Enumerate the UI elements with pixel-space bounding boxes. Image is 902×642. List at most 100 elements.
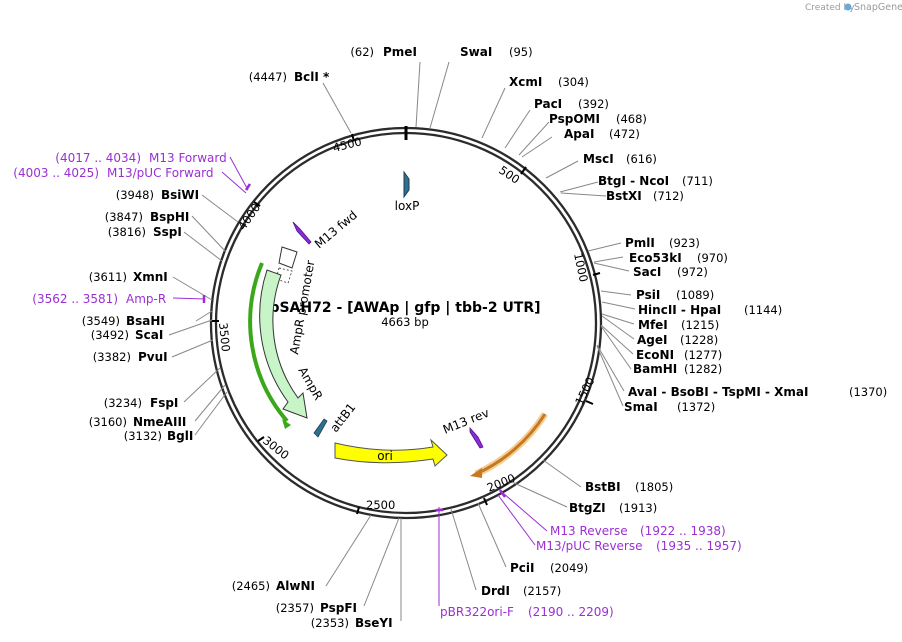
enzyme-psii[interactable]: PsiI <box>636 288 660 302</box>
enzyme-eco53ki[interactable]: Eco53kI <box>629 251 682 265</box>
green-arc-arrowhead <box>282 419 291 429</box>
primer-amp-r-range: (3562 .. 3581) <box>32 292 118 306</box>
enzyme-drdi[interactable]: DrdI <box>481 584 510 598</box>
enzyme-msci-pos: (616) <box>626 152 657 166</box>
enzyme-bsiwi[interactable]: BsiWI <box>161 188 199 202</box>
enzyme-pmli[interactable]: PmlI <box>625 236 655 250</box>
ampr-promoter-feature[interactable] <box>278 246 298 269</box>
primer-m13-puc-forward[interactable]: M13/pUC Forward <box>107 166 214 180</box>
primer-m13-puc-forward-range: (4003 .. 4025) <box>13 166 99 180</box>
enzyme-bstxi-pos: (712) <box>653 189 684 203</box>
enzyme-mfei[interactable]: MfeI <box>638 318 668 332</box>
primer-pbr322ori-f-range: (2190 .. 2209) <box>528 605 614 619</box>
plasmid-length: 4663 bp <box>381 315 429 329</box>
enzyme-pcii[interactable]: PciI <box>510 561 535 575</box>
enzyme-scai[interactable]: ScaI <box>135 328 163 342</box>
primer-pbr322ori-f[interactable]: pBR322ori-F <box>440 605 514 619</box>
enzyme-btgi-ncoi-pos: (711) <box>682 174 713 188</box>
tick-label-1000: 1000 <box>571 252 591 284</box>
enzyme-bseyi[interactable]: BseYI <box>355 616 393 630</box>
enzyme-msci[interactable]: MscI <box>583 152 614 166</box>
loxp-label: loxP <box>395 199 420 213</box>
ampr-feature[interactable] <box>259 269 308 419</box>
enzyme-apai-pos: (472) <box>609 127 640 141</box>
enzyme-hincii-hpai[interactable]: HincII - HpaI <box>638 303 721 317</box>
enzyme-xcmi[interactable]: XcmI <box>509 75 542 89</box>
enzyme-bsphi[interactable]: BspHI <box>150 210 189 224</box>
enzyme-saci[interactable]: SacI <box>633 265 661 279</box>
m13-fwd-label: M13 fwd <box>312 208 360 251</box>
enzyme-leaders <box>168 61 636 621</box>
primer-amp-r[interactable]: Amp-R <box>126 292 166 306</box>
credit-brand: SnapGene <box>854 2 902 13</box>
enzyme-swai-pos: (95) <box>509 45 533 59</box>
enzyme-nmeaiii[interactable]: NmeAIII <box>133 415 186 429</box>
orange-arc-feature[interactable] <box>475 413 547 476</box>
primer-m13-forward[interactable]: M13 Forward <box>149 151 227 165</box>
tick-marks <box>212 133 601 515</box>
loxp-feature[interactable] <box>403 170 410 199</box>
enzyme-bgli[interactable]: BglI <box>167 429 193 443</box>
primer-m13-forward-range: (4017 .. 4034) <box>55 151 141 165</box>
enzyme-pmei[interactable]: PmeI <box>383 45 417 59</box>
enzyme-bamhi[interactable]: BamHI <box>633 362 677 376</box>
enzyme-agei[interactable]: AgeI <box>637 333 667 347</box>
enzyme-xmni-pos: (3611) <box>89 270 127 284</box>
enzyme-smai-pos: (1372) <box>677 400 715 414</box>
enzyme-pmei-pos: (62) <box>350 45 374 59</box>
enzyme-sspi-pos: (3816) <box>108 225 146 239</box>
m13-fwd-feature[interactable] <box>292 221 312 245</box>
enzyme-btgzi[interactable]: BtgZI <box>569 501 606 515</box>
enzyme-paci[interactable]: PacI <box>534 97 562 111</box>
tick-label-500: 500 <box>496 163 522 187</box>
enzyme-bstbi[interactable]: BstBI <box>585 480 621 494</box>
m13-forward-site[interactable] <box>244 183 252 191</box>
snapgene-logo-icon <box>844 3 852 11</box>
m13-rev-feature[interactable] <box>469 426 484 449</box>
m13-reverse-site[interactable] <box>498 489 507 498</box>
plasmid-name: pSAH72 - [AWAp | gfp | tbb-2 UTR] <box>269 300 540 316</box>
primer-m13-reverse[interactable]: M13 Reverse <box>550 524 628 538</box>
enzyme-psii-pos: (1089) <box>676 288 714 302</box>
enzyme-xcmi-pos: (304) <box>558 75 589 89</box>
enzyme-pvui[interactable]: PvuI <box>138 350 168 364</box>
credit-created-by: Created by <box>805 3 855 13</box>
green-arc-feature[interactable] <box>248 262 289 423</box>
primer-m13-puc-reverse-range: (1935 .. 1957) <box>656 539 742 553</box>
ori-feature[interactable] <box>334 438 448 467</box>
enzyme-btgi-ncoi[interactable]: BtgI - NcoI <box>598 174 669 188</box>
attb1-feature[interactable] <box>313 418 328 438</box>
enzyme-avai-group[interactable]: AvaI - BsoBI - TspMI - XmaI <box>628 385 808 399</box>
primer-m13-puc-reverse[interactable]: M13/pUC Reverse <box>536 539 643 553</box>
enzyme-pspomi[interactable]: PspOMI <box>549 112 600 126</box>
enzyme-bcli[interactable]: BclI * <box>294 70 330 84</box>
enzyme-smai[interactable]: SmaI <box>624 400 658 414</box>
primer-m13-reverse-range: (1922 .. 1938) <box>640 524 726 538</box>
enzyme-econi[interactable]: EcoNI <box>636 348 674 362</box>
m13-rev-label: M13 rev <box>441 406 491 437</box>
enzyme-bsahi[interactable]: BsaHI <box>126 314 165 328</box>
tick-label-1500: 1500 <box>572 375 597 407</box>
enzyme-swai[interactable]: SwaI <box>460 45 492 59</box>
enzyme-apai[interactable]: ApaI <box>564 127 594 141</box>
enzyme-eco53ki-pos: (970) <box>697 251 728 265</box>
enzyme-bstbi-pos: (1805) <box>635 480 673 494</box>
enzyme-fspi[interactable]: FspI <box>150 396 178 410</box>
enzyme-hincii-hpai-pos: (1144) <box>744 303 782 317</box>
enzyme-bstxi[interactable]: BstXI <box>606 189 642 203</box>
enzyme-pvui-pos: (3382) <box>93 350 131 364</box>
enzyme-alwni[interactable]: AlwNI <box>276 579 315 593</box>
enzyme-mfei-pos: (1215) <box>681 318 719 332</box>
enzyme-bgli-pos: (3132) <box>124 429 162 443</box>
enzyme-pspfi[interactable]: PspFI <box>320 601 357 615</box>
enzyme-sspi[interactable]: SspI <box>153 225 182 239</box>
enzyme-bsphi-pos: (3847) <box>105 210 143 224</box>
enzyme-bsiwi-pos: (3948) <box>116 188 154 202</box>
enzyme-paci-pos: (392) <box>578 97 609 111</box>
tick-label-4500: 4500 <box>331 134 363 155</box>
attb1-label: attB1 <box>327 401 358 435</box>
enzyme-xmni[interactable]: XmnI <box>133 270 168 284</box>
enzyme-pmli-pos: (923) <box>669 236 700 250</box>
primer-leaders <box>172 156 548 606</box>
